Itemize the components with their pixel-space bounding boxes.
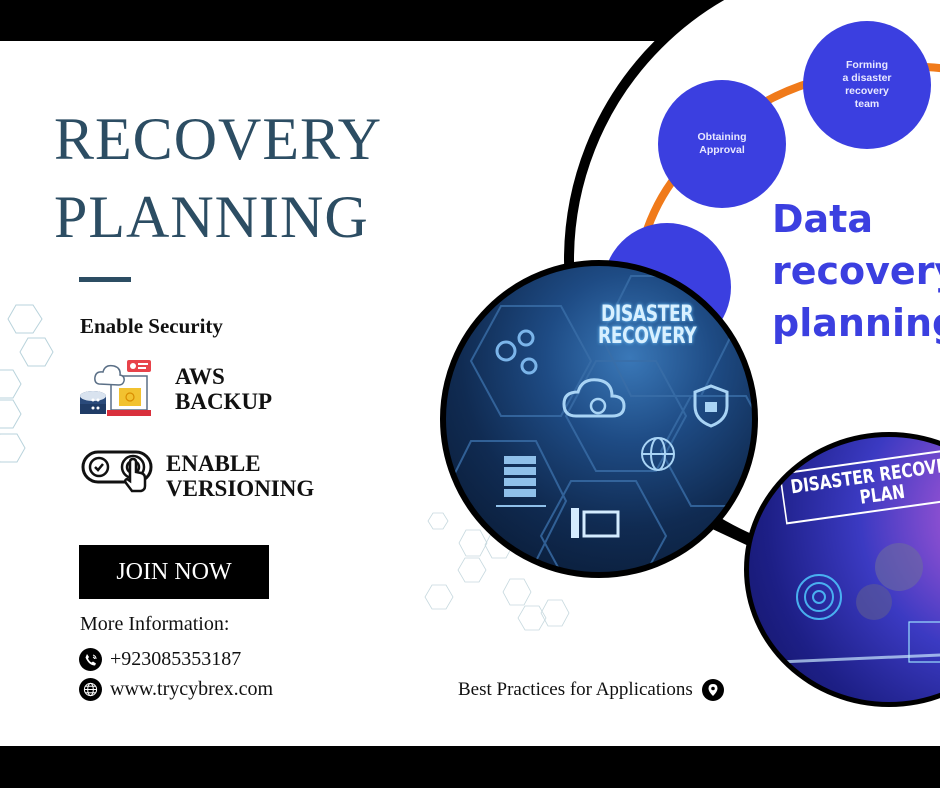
- phone-icon: [79, 648, 102, 671]
- hexagon-tech-grid: [446, 275, 752, 572]
- contact-website[interactable]: www.trycybrex.com: [79, 678, 273, 701]
- feature-aws-backup: AWS BACKUP: [79, 358, 272, 420]
- feature-label: ENABLE VERSIONING: [166, 451, 315, 501]
- location-pin-icon: [701, 679, 724, 701]
- feature-enable-versioning: ENABLE VERSIONING: [80, 448, 314, 504]
- more-information-heading: More Information:: [80, 613, 230, 635]
- diagram-node-obtaining-approval: Obtaining Approval: [658, 80, 786, 208]
- best-practices-text: Best Practices for Applications: [458, 679, 693, 700]
- tech-plan-graphic: [778, 543, 940, 664]
- website-link[interactable]: www.trycybrex.com: [110, 678, 274, 700]
- disaster-recovery-photo: DISASTER RECOVERY: [440, 260, 758, 578]
- diagram-heading: Data recovery planning: [772, 197, 940, 345]
- join-now-button[interactable]: JOIN NOW: [79, 545, 269, 599]
- title-line-2: PLANNING: [54, 184, 369, 250]
- diagram-node-forming-team: Forming a disaster recovery team: [803, 21, 931, 149]
- best-practices-note: Best Practices for Applications: [458, 679, 724, 701]
- title-underline: [79, 277, 131, 282]
- caption-line-2: PLAN: [858, 480, 907, 509]
- globe-icon: [79, 678, 102, 701]
- bottom-black-bar: [0, 746, 940, 788]
- toggle-touch-icon: [81, 450, 153, 493]
- disaster-recovery-plan-photo: DISASTER RECOVERY PLAN: [744, 432, 940, 707]
- page-title: RECOVERY PLANNING: [54, 100, 382, 256]
- cloud-backup-icon: [80, 360, 151, 416]
- section-subtitle: Enable Security: [80, 314, 223, 338]
- contact-phone[interactable]: +923085353187: [79, 648, 241, 671]
- phone-number: +923085353187: [110, 648, 242, 670]
- hexagon-pattern-left: [0, 304, 54, 463]
- title-line-1: RECOVERY: [54, 106, 383, 172]
- feature-label: AWS BACKUP: [175, 364, 273, 414]
- photo-caption-disaster-recovery: DISASTER RECOVERY: [598, 302, 697, 349]
